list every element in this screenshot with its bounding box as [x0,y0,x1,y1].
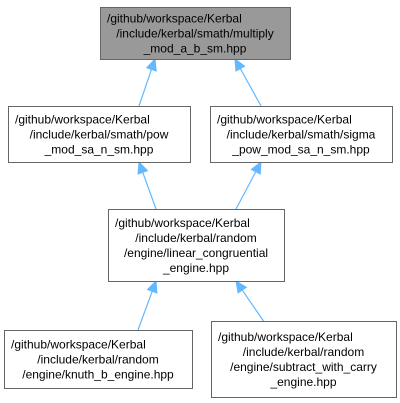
arrowhead-icon [234,57,246,72]
node-multiply-mod[interactable]: /github/workspace/Kerbal/include/kerbal/… [100,7,291,60]
edge-knuth-b-to-linear-congruential [137,279,158,331]
node-label-line: /github/workspace/Kerbal [15,113,150,127]
edge-line [137,291,153,331]
edge-line [138,69,153,107]
node-label-line: /github/workspace/Kerbal [107,12,242,26]
node-linear-congruential[interactable]: /github/workspace/Kerbal/include/kerbal/… [108,209,285,282]
edge-pow-mod-to-multiply-mod [138,57,157,107]
node-label-line: _engine.hpp [269,375,336,389]
node-box [108,209,285,282]
node-label-line: _engine.hpp [162,261,229,275]
edge-linear-congruential-to-pow-mod [137,160,157,210]
node-label-line: /github/workspace/Kerbal [218,330,353,344]
edge-line [235,171,257,210]
arrowhead-icon [235,280,248,294]
edge-linear-congruential-to-sigma-pow-mod [235,160,262,210]
node-box [100,7,291,60]
edge-subtract-with-carry-to-linear-congruential [235,280,264,322]
node-label-line: /include/kerbal/random [135,231,256,245]
node-label-line: /include/kerbal/smath/sigma [227,128,376,142]
node-pow-mod[interactable]: /github/workspace/Kerbal/include/kerbal/… [8,106,191,163]
edge-sigma-pow-mod-to-multiply-mod [234,57,262,107]
node-label-line: /include/kerbal/smath/multiply [116,27,273,41]
node-box [8,106,191,163]
edge-line [241,289,264,322]
node-label-line: /include/kerbal/random [37,353,158,367]
nodes-layer: /github/workspace/Kerbal/include/kerbal/… [4,7,397,398]
arrowhead-icon [137,160,149,175]
node-label-line: _mod_a_b_sm.hpp [143,42,247,56]
edge-line [142,172,157,210]
node-box [210,106,393,163]
node-label-line: /github/workspace/Kerbal [217,113,352,127]
node-label-line: _pow_mod_sa_n_sm.hpp [231,143,370,157]
node-label-line: /include/kerbal/smath/pow [30,128,169,142]
edge-line [239,68,262,107]
node-subtract-with-carry[interactable]: /github/workspace/Kerbal/include/kerbal/… [211,321,397,398]
node-label-line: /engine/linear_congruential [124,246,268,260]
node-label-line: /github/workspace/Kerbal [11,338,146,352]
node-label-line: /engine/knuth_b_engine.hpp [22,368,174,382]
node-box [211,321,397,398]
node-label-line: _mod_sa_n_sm.hpp [44,143,154,157]
node-label-line: /include/kerbal/random [243,345,364,359]
node-label-line: /github/workspace/Kerbal [115,216,250,230]
node-label-line: /engine/subtract_with_carry [230,360,377,374]
arrowhead-icon [145,57,157,72]
edges-layer [137,57,264,331]
node-box [4,330,193,389]
node-knuth-b[interactable]: /github/workspace/Kerbal/include/kerbal/… [4,330,193,389]
node-sigma-pow-mod[interactable]: /github/workspace/Kerbal/include/kerbal/… [210,106,393,163]
arrowhead-icon [250,160,262,175]
arrowhead-icon [146,279,158,294]
